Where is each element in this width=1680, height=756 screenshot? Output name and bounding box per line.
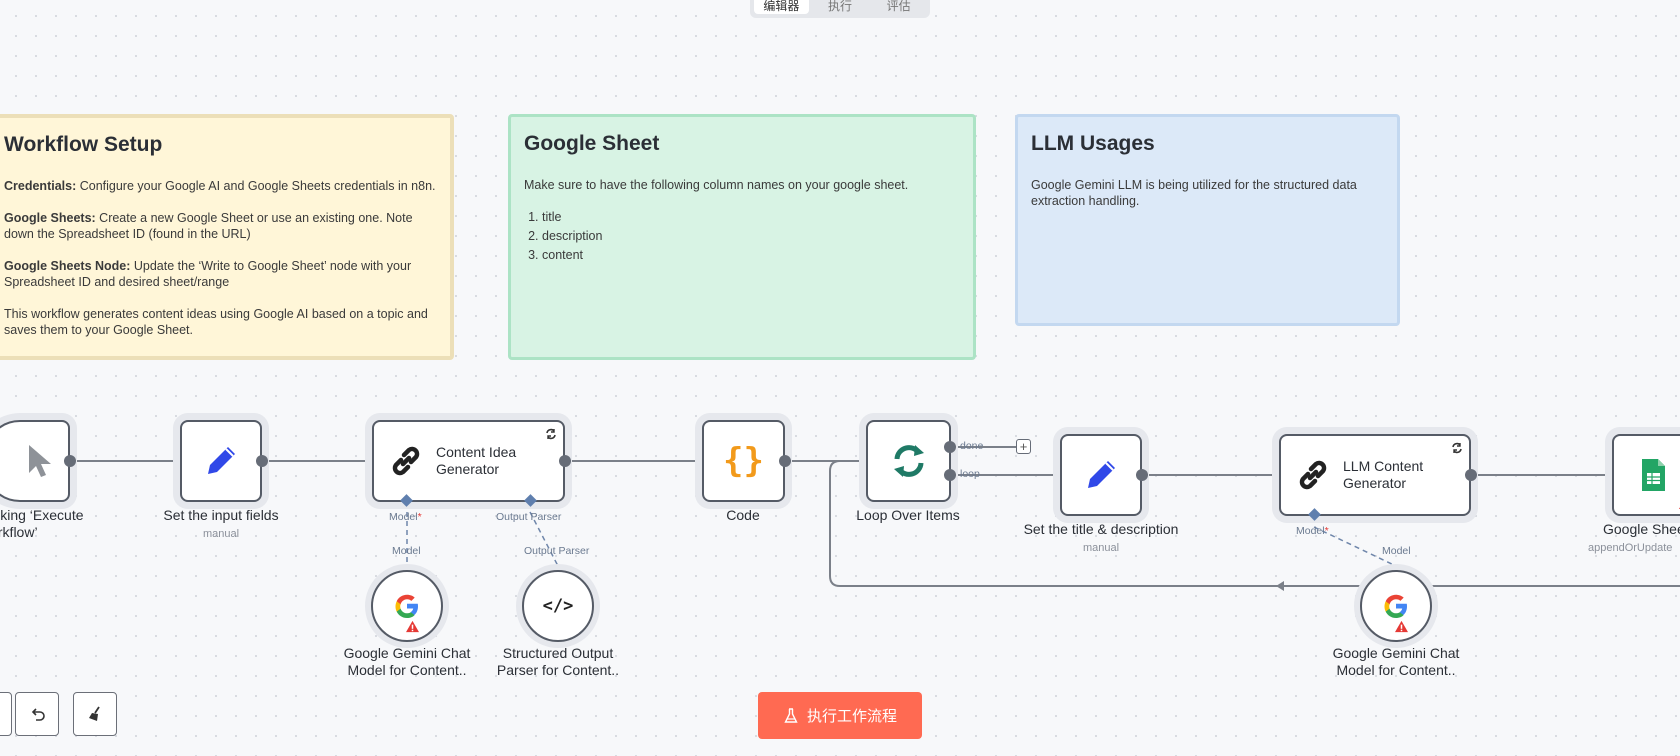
note-paragraph: Credentials: Configure your Google AI an… — [4, 179, 436, 193]
sticky-note-google-sheet[interactable]: Google Sheet Make sure to have the follo… — [508, 114, 976, 360]
google-sheets-node[interactable] — [1612, 434, 1680, 516]
list-item: description — [542, 228, 973, 244]
code-tag-icon: </> — [542, 596, 574, 616]
warning-icon — [406, 620, 419, 633]
port-label: Model — [392, 545, 421, 557]
note-paragraph: Make sure to have the following column n… — [524, 178, 909, 192]
node-subtitle: manual — [1082, 542, 1120, 554]
node-label: Set the title & description — [1023, 521, 1179, 537]
view-tabs: 编辑器 执行 评估 — [750, 0, 930, 18]
structured-output-parser-node[interactable]: </> — [522, 570, 594, 642]
google-gemini-chat-model-node-2[interactable] — [1360, 570, 1432, 642]
code-node[interactable]: {} — [702, 420, 785, 502]
node-label: Google Shee — [1603, 521, 1680, 537]
flask-icon — [784, 707, 798, 723]
undo-button[interactable] — [15, 692, 59, 736]
loop-back-connection — [829, 460, 1680, 587]
undo-icon — [31, 708, 45, 721]
retry-icon — [546, 428, 556, 440]
chain-link-icon — [1299, 460, 1327, 490]
google-sheets-icon — [1642, 459, 1665, 491]
column-list: title description content — [524, 209, 973, 263]
broom-icon — [89, 706, 100, 721]
pencil-icon — [208, 447, 235, 474]
note-title: Workflow Setup — [4, 133, 163, 156]
cursor-icon — [29, 445, 51, 477]
model-connection — [1313, 526, 1397, 567]
loop-over-items-node[interactable] — [866, 420, 951, 502]
parser-connection — [529, 511, 559, 567]
port-label: Output Parser — [524, 545, 590, 557]
output-handle[interactable] — [1465, 469, 1477, 481]
tab-evaluations[interactable]: 评估 — [886, 0, 911, 13]
output-handle-done[interactable] — [944, 441, 956, 453]
port-label: Model* — [389, 511, 422, 523]
node-subtitle: appendOrUpdate — [1588, 542, 1673, 554]
arrow-head — [1276, 581, 1284, 591]
output-handle[interactable] — [64, 455, 76, 467]
tab-executions[interactable]: 执行 — [828, 0, 853, 13]
sticky-note-workflow-setup[interactable]: Workflow Setup Credentials: Configure yo… — [0, 114, 454, 360]
port-label: Output Parser — [496, 511, 562, 523]
node-label: Set the input fields — [163, 507, 279, 523]
note-title: Google Sheet — [524, 132, 660, 155]
pencil-icon — [1088, 461, 1115, 488]
note-paragraph: This workflow generates content ideas us… — [4, 307, 428, 337]
output-handle[interactable] — [1136, 469, 1148, 481]
tab-editor[interactable]: 编辑器 — [754, 0, 809, 14]
clear-execution-button[interactable] — [73, 692, 117, 736]
set-input-fields-node[interactable] — [180, 420, 262, 502]
output-handle[interactable] — [559, 455, 571, 467]
output-handle-loop[interactable] — [944, 469, 956, 481]
port-label: done — [960, 440, 984, 452]
add-node-button[interactable]: + — [1016, 439, 1031, 454]
sticky-note-llm-usages[interactable]: LLM Usages Google Gemini LLM is being ut… — [1015, 114, 1400, 326]
list-item: title — [542, 209, 973, 225]
note-paragraph: Google Sheets: Create a new Google Sheet… — [4, 211, 413, 241]
execute-workflow-button[interactable]: 执行工作流程 — [758, 692, 922, 739]
google-g-icon — [1384, 594, 1407, 618]
node-subtitle: manual — [202, 528, 240, 540]
loop-icon — [893, 445, 924, 477]
chain-link-icon — [392, 446, 420, 476]
execute-workflow-label: 执行工作流程 — [806, 708, 897, 725]
port-label: Model — [1382, 545, 1411, 557]
note-paragraph: Google Gemini LLM is being utilized for … — [1031, 178, 1357, 208]
trigger-node[interactable] — [0, 420, 70, 502]
zoom-control-button[interactable] — [0, 692, 12, 736]
output-handle[interactable] — [779, 455, 791, 467]
note-paragraph: Google Sheets Node: Update the ‘Write to… — [4, 259, 412, 289]
google-g-icon — [395, 594, 418, 618]
set-title-description-node[interactable] — [1060, 434, 1142, 516]
warning-icon — [1395, 620, 1408, 633]
node-label: Code — [726, 507, 760, 523]
node-label: Loop Over Items — [856, 507, 960, 523]
note-title: LLM Usages — [1031, 132, 1155, 155]
list-item: content — [542, 247, 973, 263]
port-label: loop — [960, 468, 980, 480]
port-label: Model* — [1296, 525, 1329, 537]
google-gemini-chat-model-node[interactable] — [371, 570, 443, 642]
retry-icon — [1452, 442, 1462, 454]
output-handle[interactable] — [256, 455, 268, 467]
curly-braces-icon: {} — [723, 441, 764, 481]
node-label: clicking ‘Executeworkflow’ — [0, 507, 84, 540]
